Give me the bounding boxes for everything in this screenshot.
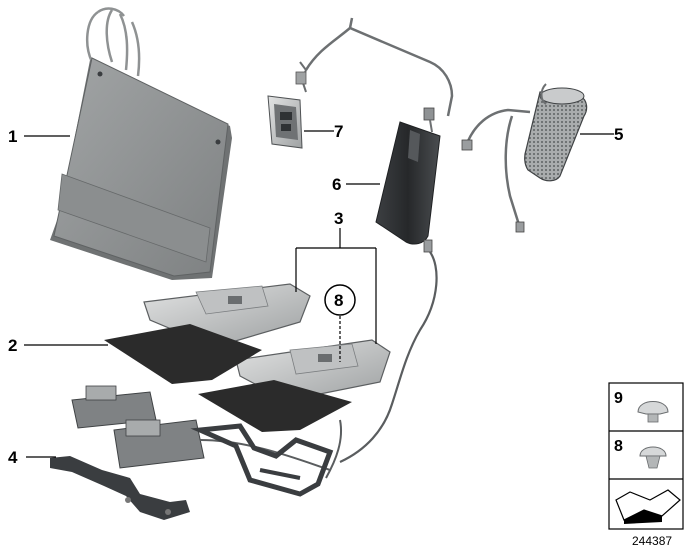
callout-6: 6 xyxy=(332,175,341,194)
wire-harness xyxy=(339,239,438,463)
callout-3: 3 xyxy=(334,209,343,228)
callout-7: 7 xyxy=(334,122,343,141)
legend-number-9: 9 xyxy=(614,390,623,407)
leader-lines xyxy=(24,130,614,458)
callout-4: 4 xyxy=(8,448,18,467)
callout-1: 1 xyxy=(8,127,17,146)
fastener-legend: 9 8 xyxy=(608,382,684,530)
pointer-arrow-icon xyxy=(615,489,681,524)
legend-number-8: 8 xyxy=(614,438,623,455)
part-1-backrest-panel xyxy=(50,7,232,280)
clip-9-icon xyxy=(637,401,669,423)
part-4-bracket xyxy=(50,456,190,520)
callout-5: 5 xyxy=(614,125,623,144)
seat-frame xyxy=(190,423,334,497)
part-7-bracket xyxy=(267,61,308,149)
diagram-id: 244387 xyxy=(632,534,672,548)
part-5-pump-unit xyxy=(461,83,588,233)
clip-8-icon xyxy=(639,446,667,469)
seat-motors xyxy=(71,385,342,479)
callout-2: 2 xyxy=(8,336,17,355)
callout-8: 8 xyxy=(334,291,343,310)
part-2-heating-mats xyxy=(104,324,352,432)
callout-labels: 1 2 3 4 5 6 7 8 xyxy=(8,122,623,467)
part-6-bladder xyxy=(304,17,454,245)
